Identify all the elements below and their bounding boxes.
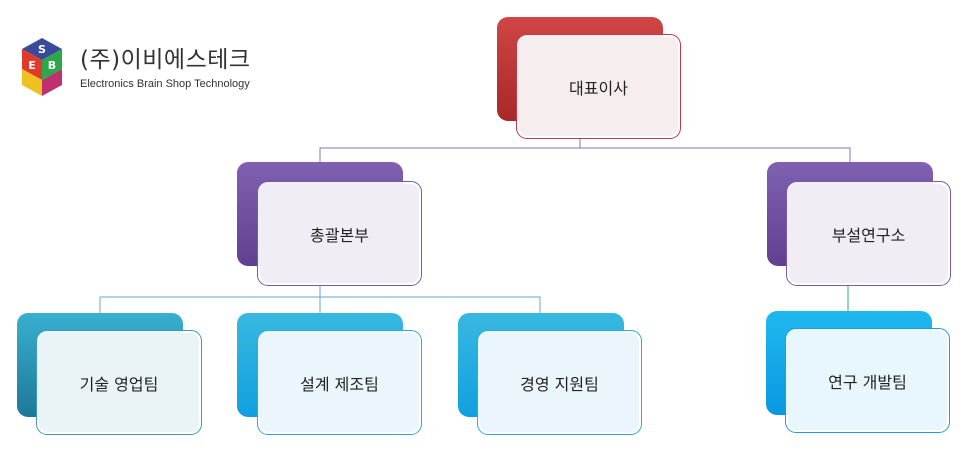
node-team-sales-label: 기술 영업팀 — [79, 374, 159, 394]
svg-text:E: E — [28, 59, 36, 72]
node-lab-label: 부설연구소 — [831, 225, 906, 245]
node-ceo-label: 대표이사 — [569, 78, 628, 98]
node-team-rnd-box: 연구 개발팀 — [785, 328, 950, 433]
node-ceo-box: 대표이사 — [516, 34, 681, 139]
node-team-sales-box: 기술 영업팀 — [36, 330, 202, 435]
node-team-management-label: 경영 지원팀 — [520, 374, 599, 394]
node-division-box: 총괄본부 — [257, 181, 422, 286]
node-team-design-box: 설계 제조팀 — [257, 330, 422, 435]
node-team-management-box: 경영 지원팀 — [477, 330, 642, 435]
company-subtitle: Electronics Brain Shop Technology — [80, 78, 250, 90]
svg-text:B: B — [48, 59, 56, 72]
node-team-design-label: 설계 제조팀 — [300, 374, 379, 394]
company-name: (주)이비에스테크 — [80, 47, 251, 73]
company-logo: S E B — [22, 38, 62, 96]
node-division-label: 총괄본부 — [310, 225, 369, 245]
svg-text:S: S — [38, 43, 46, 56]
node-team-rnd-label: 연구 개발팀 — [828, 372, 907, 392]
company-info: (주)이비에스테크 Electronics Brain Shop Technol… — [80, 46, 251, 90]
node-lab-box: 부설연구소 — [786, 181, 951, 286]
